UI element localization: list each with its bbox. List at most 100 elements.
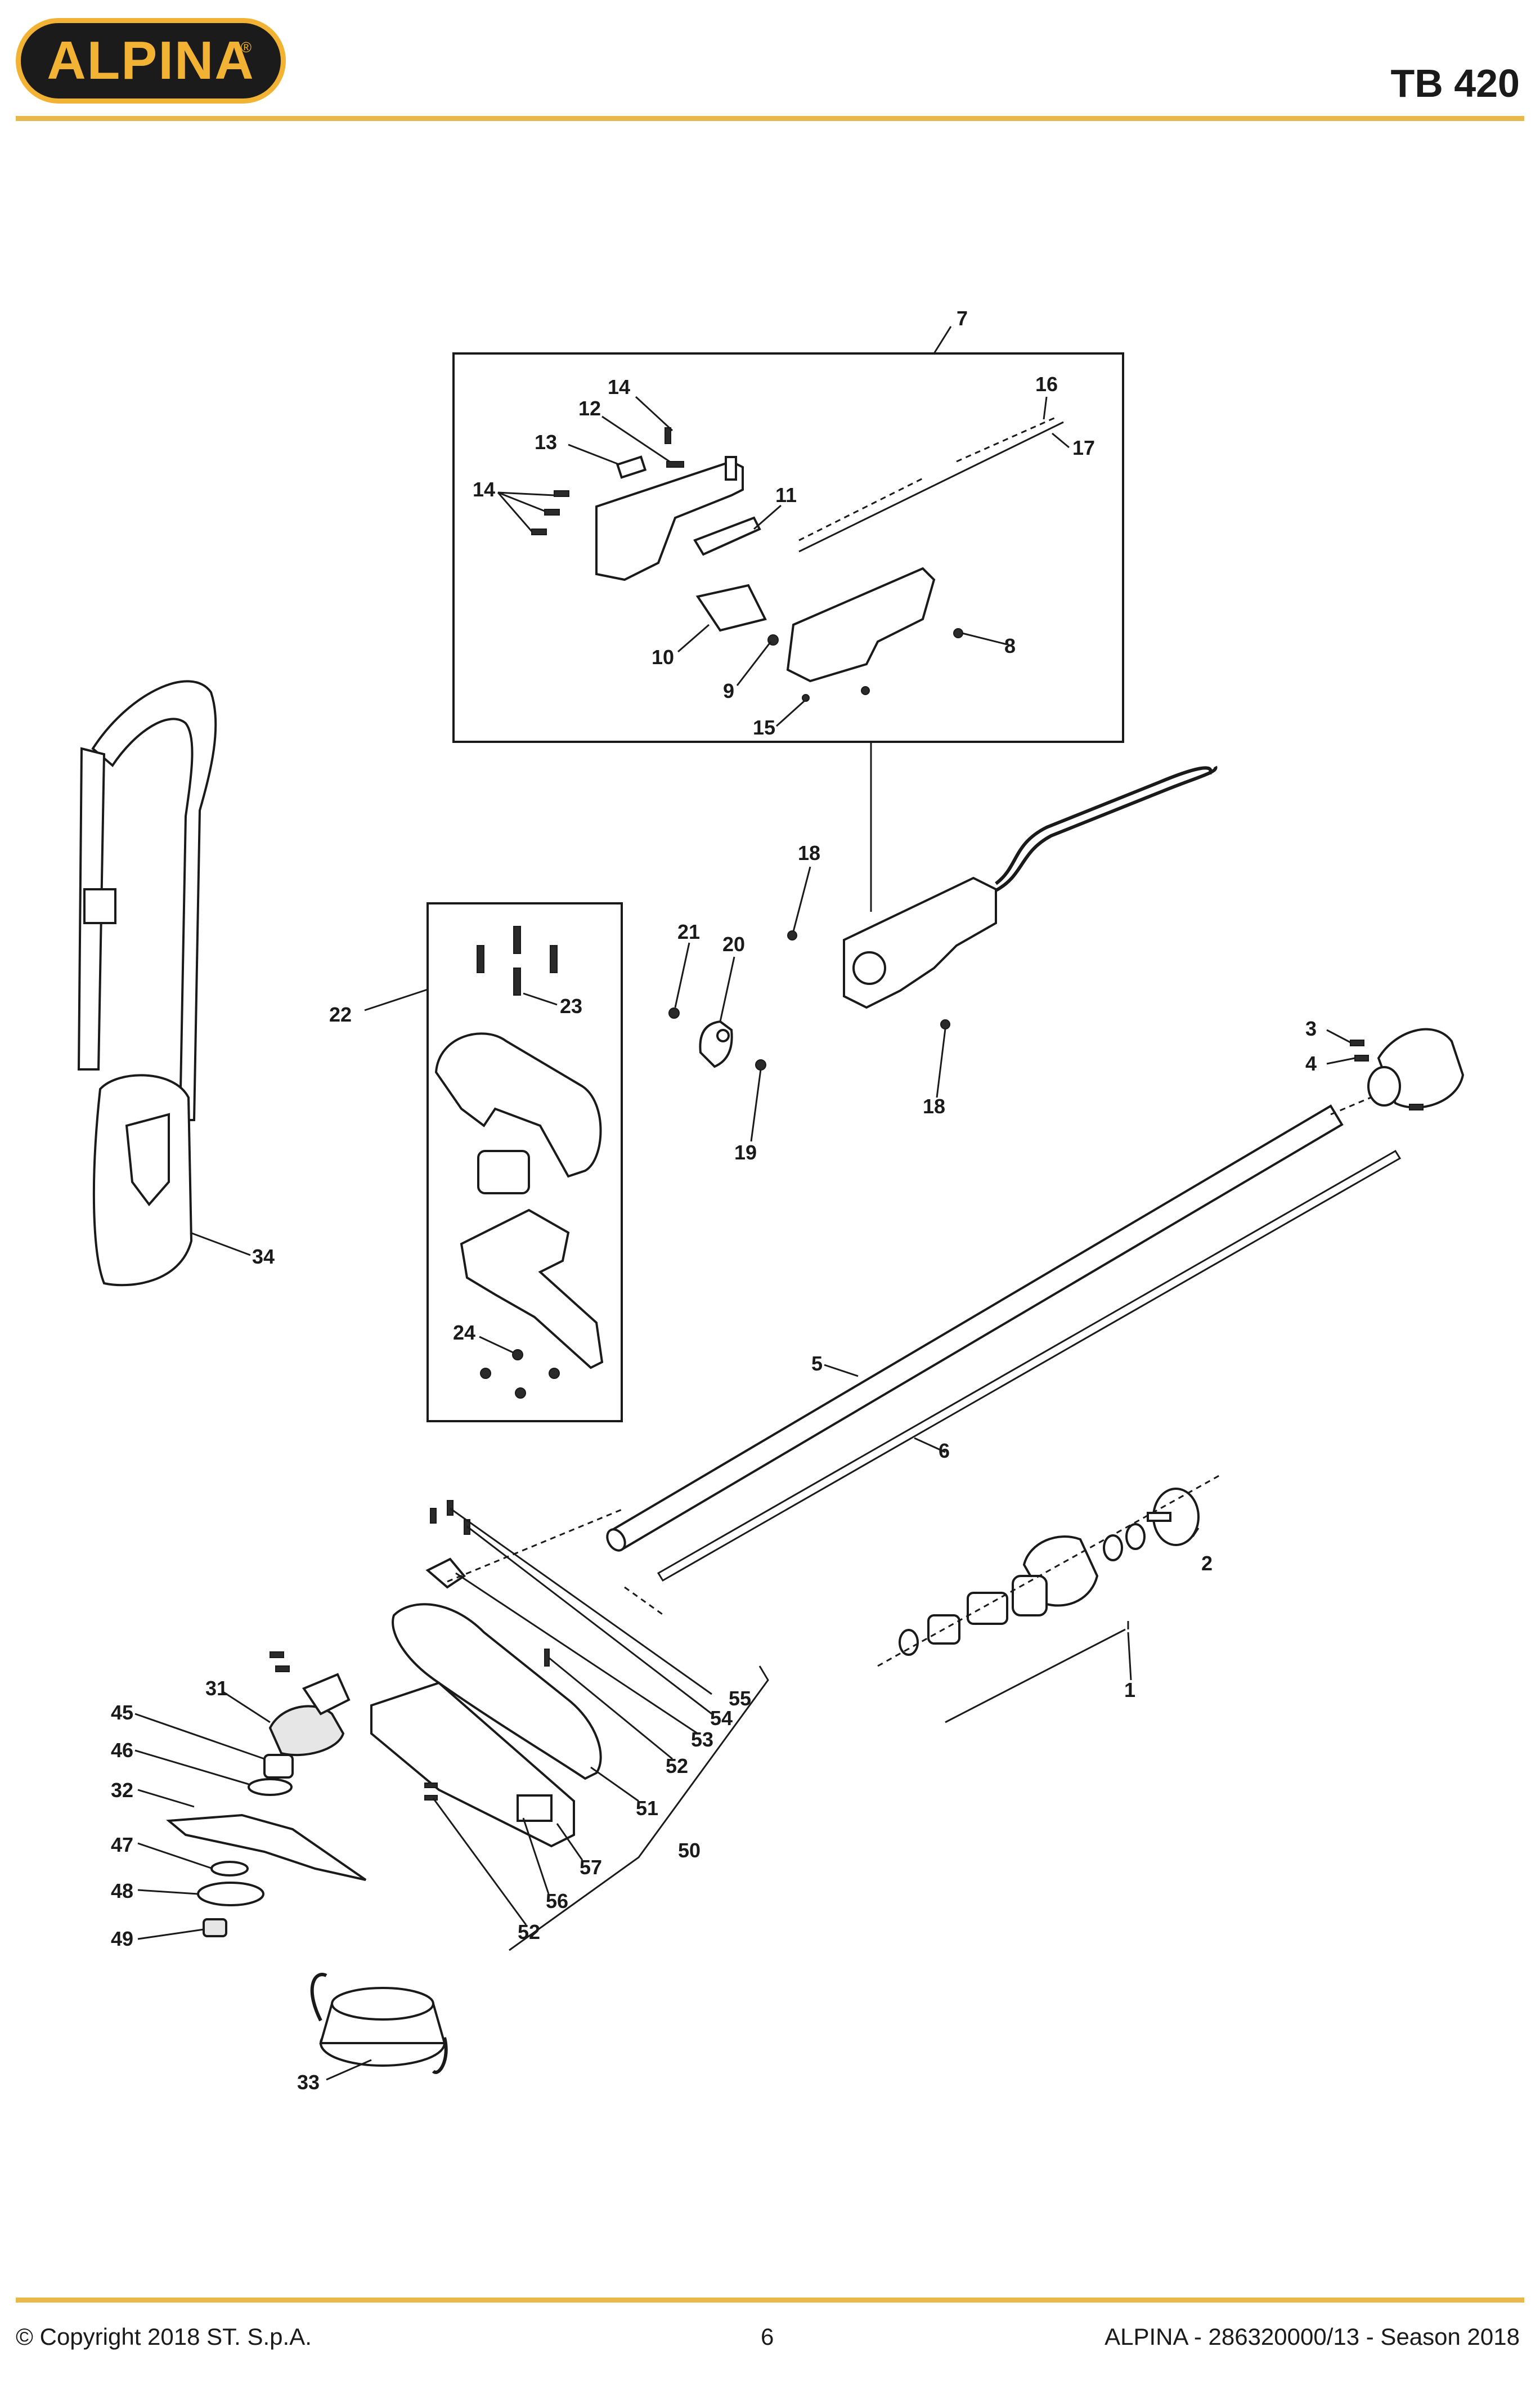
cable-spring-a [798,477,923,541]
footer-reference: ALPINA - 286320000/13 - Season 2018 [1105,2323,1520,2350]
callout-31: 31 [205,1677,228,1700]
clutch-washer-a [1103,1534,1123,1561]
gear-head-neck [302,1673,351,1716]
callout-23: 23 [560,995,582,1018]
callout-12: 12 [578,397,601,420]
page-footer: © Copyright 2018 ST. S.p.A. 6 ALPINA - 2… [0,2312,1540,2357]
screw-52-bottom-a [424,1783,438,1788]
trimmer-line-right [432,2037,448,2074]
screw-52-bottom-b [424,1795,438,1801]
callout-8: 8 [1004,634,1016,657]
clutch-bearing [967,1592,1008,1625]
page-header: ALPINA ® TB 420 [0,0,1540,129]
bolt-23-a [477,945,484,973]
screw-19 [755,1059,766,1071]
bolt-23-b [513,926,521,954]
guard-mount-dash [447,1507,625,1583]
callout-46: 46 [111,1739,133,1762]
callout-14-left: 14 [473,478,495,501]
callout-21: 21 [677,920,700,943]
callout-47: 47 [111,1833,133,1856]
throttle-assembly-box: 7 [452,307,1124,743]
clutch-group-bracket [945,1628,1126,1723]
header-rule [16,116,1524,121]
callout-24: 24 [453,1321,475,1344]
loop-handle-lower [460,1208,604,1369]
guard-shaft-dash [624,1586,665,1616]
handle-clamp-parts: 21 20 19 [668,920,766,1164]
callout-3: 3 [1305,1017,1317,1040]
callout-34: 34 [252,1245,275,1268]
shaft-tube [609,1104,1344,1551]
blade-32 [165,1813,367,1881]
footer-page-number: 6 [761,2323,774,2350]
callout-10: 10 [652,646,674,669]
guard-clamp-53 [425,1557,466,1589]
harness-hook [125,1113,170,1207]
cup-48 [197,1882,264,1906]
cutting-head-stack: 31 45 46 32 47 48 49 [111,1651,367,1950]
callout-22: 22 [329,1003,352,1026]
assembled-handle: 18 18 [787,765,1218,1118]
assembly-frame [452,352,1124,743]
callout-56: 56 [546,1889,568,1913]
harness-buckle [83,888,116,924]
callout-14-top: 14 [608,375,630,398]
callout-50: 50 [678,1839,701,1862]
callout-53: 53 [691,1728,713,1751]
nut-24-c [549,1368,560,1379]
callout-1: 1 [1124,1678,1135,1701]
harness-strap [91,680,217,1121]
screw-4 [1354,1055,1369,1062]
coupler-face [1367,1066,1401,1107]
callout-54: 54 [710,1707,733,1730]
bolt-23-d [513,968,521,996]
trimmer-head: 33 [297,1973,448,2094]
switch-part [616,455,647,479]
shoulder-harness: 34 [77,680,275,1287]
clutch-washer-b [1125,1523,1146,1550]
callout-52-mid: 52 [666,1754,688,1777]
assembled-handle-body [843,876,997,1009]
alpina-logo: ALPINA ® [16,18,286,104]
trimmer-head-cap [331,1987,434,2021]
nut-21 [668,1007,680,1019]
screw-15-bottom [861,686,870,695]
model-title: TB 420 [1390,61,1520,105]
throttle-cable-routed [995,766,1213,885]
callout-45: 45 [111,1701,133,1724]
screw-52-mid [544,1649,550,1667]
callout-49: 49 [111,1927,133,1950]
callout-16: 16 [1035,373,1058,396]
callout-18-bottom: 18 [923,1095,945,1118]
guard-blade-56 [517,1794,553,1822]
screw-55 [447,1500,454,1516]
screw-18-top [787,930,797,941]
washer-46 [248,1778,293,1796]
callout-13: 13 [535,431,557,454]
clutch-axis-dash [877,1474,1222,1667]
loop-handle-upper [434,1032,602,1178]
screw-18-bottom [940,1019,950,1029]
spacer-tube [477,1150,530,1194]
screw-52-top [430,1508,437,1524]
screw-14-top [665,427,671,444]
footer-copyright: © Copyright 2018 ST. S.p.A. [16,2323,312,2350]
nut-24-b [480,1368,491,1379]
screw-15 [802,694,810,702]
guard-group-bracket [509,1665,769,1951]
callout-33: 33 [297,2071,320,2094]
callout-5: 5 [811,1352,823,1375]
callout-20: 20 [722,933,745,956]
guard-group: 55 54 53 52 51 50 57 56 52 [370,1500,769,1951]
handle-kit-box: 22 23 24 [329,902,623,1422]
shaft-assembly: 5 6 [606,1091,1402,1582]
callout-51: 51 [636,1797,658,1820]
logo-registered-mark: ® [240,39,252,56]
handle-clamp-ring [852,951,886,985]
screw-14-c [531,529,547,535]
callout-55: 55 [729,1687,751,1710]
clamp-hole [716,1029,730,1042]
handle-half-left [595,460,744,581]
